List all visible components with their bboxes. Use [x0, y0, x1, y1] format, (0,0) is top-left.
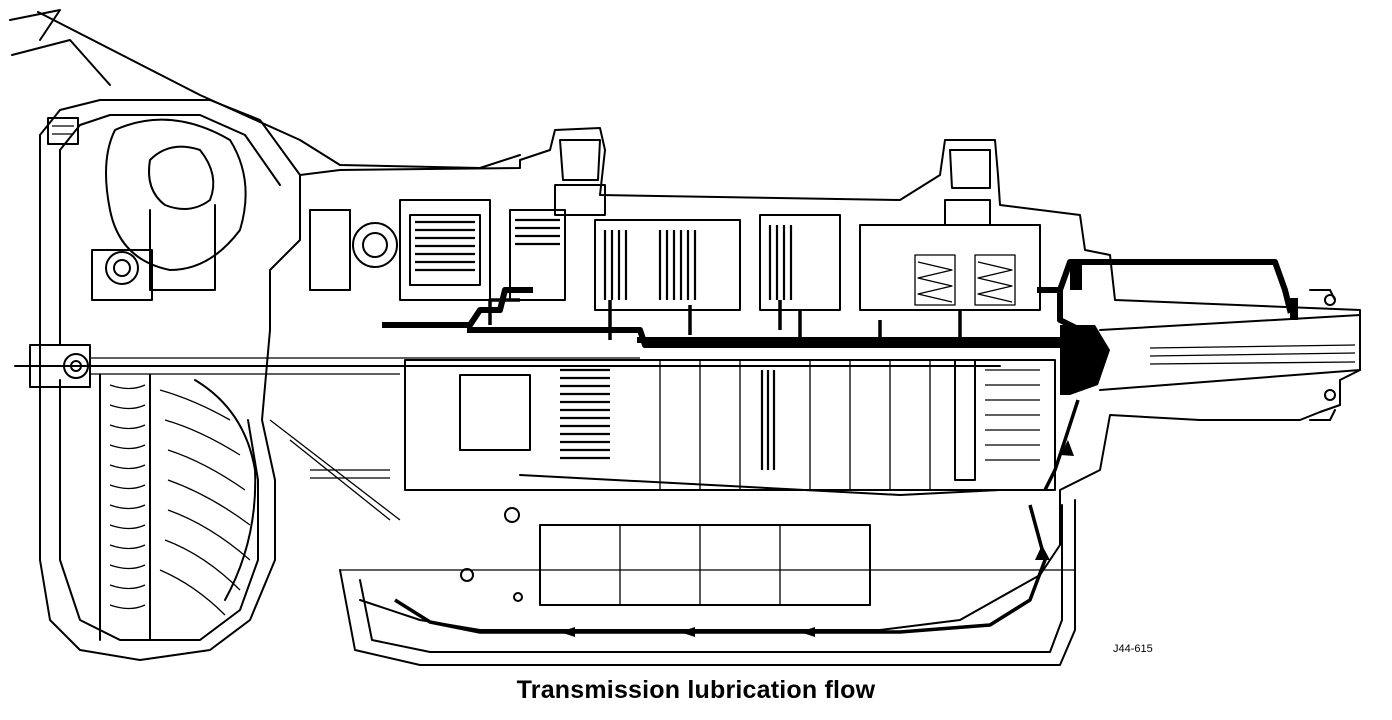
input-shaft	[14, 344, 1001, 388]
flow-arrow-markers	[560, 440, 1074, 637]
figure-reference-code: J44-615	[1113, 643, 1153, 655]
lubrication-flow-paths	[382, 259, 1298, 634]
transmission-case	[299, 127, 1361, 666]
diagram-caption: Transmission lubrication flow	[516, 676, 876, 704]
oil-pan	[339, 499, 1076, 666]
vehicle-body-outline	[37, 11, 521, 169]
gear-train	[269, 359, 1056, 606]
torque-converter-housing	[39, 99, 301, 661]
clutch-packs	[309, 199, 1041, 311]
